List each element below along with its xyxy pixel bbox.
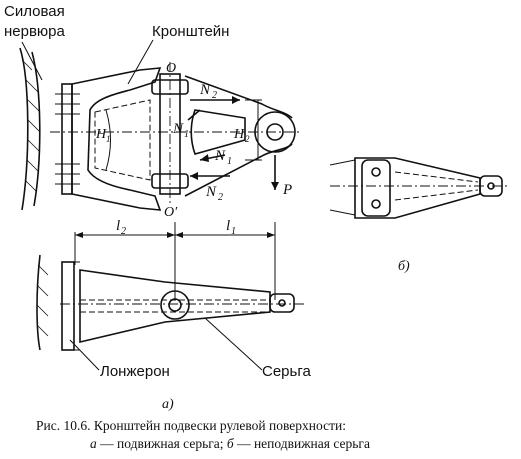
rib-leader (21, 41, 43, 81)
l2-sub: 2 (121, 226, 126, 237)
b-rib-top (329, 159, 356, 166)
b-eye-hole (487, 182, 495, 190)
view-b-label: б) (398, 259, 410, 274)
spar-edge (36, 254, 41, 351)
side-hub-inner (168, 298, 182, 312)
l1-letter: l (226, 218, 230, 234)
h1-sub: 1 (106, 134, 111, 144)
n2-bottom-letter: N (205, 184, 217, 200)
flange-bolts (55, 93, 80, 185)
rib-hatch (21, 59, 41, 193)
caption-line1: Рис. 10.6. Кронштейн подвески рулевой по… (36, 418, 346, 433)
symbol-o-prime: O′ (164, 205, 178, 220)
b-dash-bottom (394, 189, 479, 201)
dim-arrow-m2 (175, 232, 183, 238)
caption-a-letter: а (90, 436, 97, 451)
rib-label-line1: Силовая (4, 3, 65, 20)
shackle-label: Серьга (262, 363, 311, 380)
b-bolt-bottom (371, 199, 381, 209)
side-hub-outer (160, 290, 190, 320)
h1-letter: H (95, 127, 107, 142)
bracket-label: Кронштейн (152, 23, 229, 40)
view-b (329, 157, 510, 219)
side-view (36, 222, 305, 351)
h2-sub: 2 (245, 134, 250, 144)
shackle-leader (204, 317, 263, 371)
caption-b-text: — неподвижная серьга (234, 436, 370, 451)
dim-arrow-m1 (167, 232, 175, 238)
spar-label: Лонжерон (100, 363, 170, 380)
dim-arrow-r (267, 232, 275, 238)
n1-mid-arrow (187, 109, 201, 121)
bracket-body (71, 67, 162, 211)
symbol-o: O (166, 61, 176, 76)
flange-plate (61, 83, 73, 195)
n1-low-sub: 1 (227, 156, 232, 167)
n2-top-sub: 2 (212, 90, 217, 101)
h1-dim-arc (105, 109, 111, 171)
l2-letter: l (116, 218, 120, 234)
b-rib-bottom (329, 209, 356, 216)
b-dash-top (394, 171, 479, 183)
b-bracket (354, 157, 481, 219)
b-flange (361, 159, 391, 217)
rib-edge-left (19, 47, 29, 211)
rib-label-line2: нервюра (4, 23, 66, 40)
top-view (19, 47, 302, 211)
inner-web (94, 99, 151, 181)
l1-sub: 1 (231, 226, 236, 237)
n2-top-letter: N (199, 82, 211, 98)
n2-bottom-arrowhead (190, 172, 198, 180)
side-eye-hole (278, 299, 286, 307)
rib-edge-right (31, 51, 41, 207)
n2-bottom-sub: 2 (218, 192, 223, 203)
h2-letter: H (233, 127, 245, 142)
spar-hatch (36, 264, 49, 337)
caption-a-text: — подвижная серьга; (97, 436, 227, 451)
p-symbol: P (282, 182, 292, 198)
p-arrowhead (271, 182, 279, 190)
side-flange (61, 261, 75, 351)
n1-mid-sub: 1 (184, 129, 189, 140)
n1-low-arrowhead (200, 154, 209, 162)
b-eye (479, 175, 503, 197)
caption-b-letter: б (227, 436, 235, 451)
n2-top-arrowhead (232, 96, 240, 104)
caption-line2: а — подвижная серьга; б — неподвижная се… (90, 436, 370, 451)
b-bolt-top (371, 167, 381, 177)
view-a-label: а) (162, 397, 174, 412)
n1-mid-letter: N (172, 121, 184, 137)
dim-arrow-l (75, 232, 83, 238)
bracket-leader (127, 39, 154, 85)
n1-low-letter: N (214, 148, 226, 164)
side-eye (269, 293, 295, 313)
bracket-arm-top (184, 75, 293, 119)
spar-leader (69, 339, 100, 371)
